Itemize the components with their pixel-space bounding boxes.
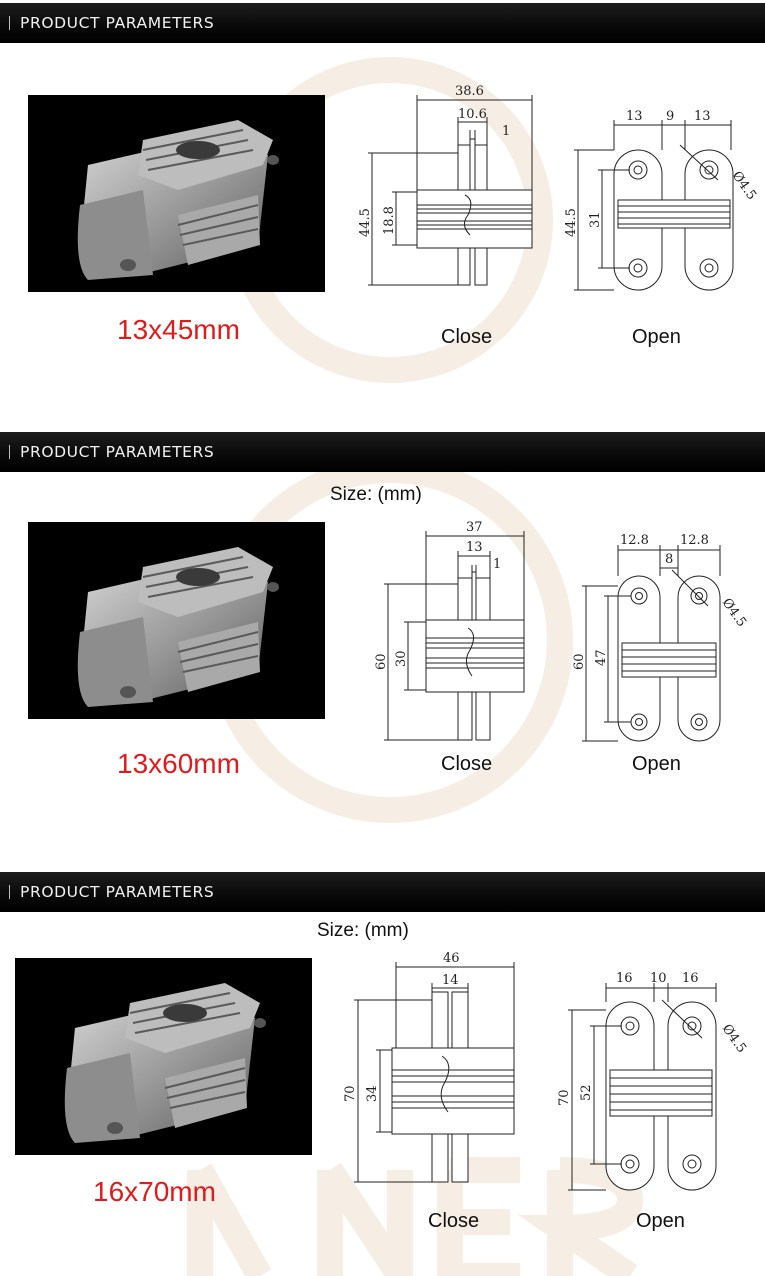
hinge-image xyxy=(77,547,279,707)
open-drawing: 12.8 8 12.8 60 47 Ø4.5 xyxy=(570,530,760,750)
size-label: 13x60mm xyxy=(117,748,240,779)
hinge-photo xyxy=(28,522,325,719)
hinge-photo xyxy=(15,958,312,1155)
section-header-title: PRODUCT PARAMETERS xyxy=(20,443,215,461)
dim-width: 46 xyxy=(443,951,460,966)
section-13x60: PRODUCT PARAMETERS Size: (mm) 13x60mm xyxy=(0,430,765,870)
dim-hole: Ø4.5 xyxy=(719,596,749,630)
dim-inner: 14 xyxy=(442,973,459,988)
section-header: PRODUCT PARAMETERS xyxy=(0,872,765,912)
hinge-image xyxy=(64,983,266,1143)
section-13x45: PRODUCT PARAMETERS 13x45mm xyxy=(0,0,765,430)
dim-height: 60 xyxy=(572,653,587,670)
open-label: Open xyxy=(632,326,681,348)
header-tick xyxy=(9,16,10,30)
size-label: 16x70mm xyxy=(93,1176,216,1207)
dim-plate: 30 xyxy=(394,650,409,667)
dim-inner: 47 xyxy=(594,649,609,666)
section-header-title: PRODUCT PARAMETERS xyxy=(20,14,215,32)
close-drawing: 37 13 1 60 30 xyxy=(360,510,540,745)
size-label: 13x45mm xyxy=(117,314,240,345)
dim-right: 12.8 xyxy=(680,533,709,548)
header-tick xyxy=(9,445,10,459)
dim-height: 44.5 xyxy=(564,208,579,237)
dim-inner: 10.6 xyxy=(458,107,487,122)
dim-mid: 8 xyxy=(665,552,673,567)
dim-width: 37 xyxy=(466,520,483,535)
dim-height: 70 xyxy=(343,1085,358,1102)
dim-left: 12.8 xyxy=(620,533,649,548)
dim-hole: Ø4.5 xyxy=(719,1022,749,1056)
dim-height: 60 xyxy=(374,653,389,670)
hinge-photo xyxy=(28,95,325,292)
section-header: PRODUCT PARAMETERS xyxy=(0,432,765,472)
dim-right: 16 xyxy=(682,971,699,986)
dim-mid: 10 xyxy=(650,971,667,986)
dim-height: 70 xyxy=(557,1089,572,1106)
hinge-image xyxy=(77,120,279,280)
close-drawing: 46 14 70 34 xyxy=(330,950,550,1190)
section-header: PRODUCT PARAMETERS xyxy=(0,3,765,43)
open-label: Open xyxy=(636,1210,685,1232)
dim-gap: 1 xyxy=(493,557,501,572)
dim-left: 13 xyxy=(626,109,643,124)
dim-inner: 31 xyxy=(588,211,603,228)
dim-gap: 1 xyxy=(502,124,510,139)
close-drawing: 38.6 10.6 1 44.5 18.8 xyxy=(350,75,540,300)
unit-label: Size: (mm) xyxy=(330,484,422,505)
dim-mid: 9 xyxy=(666,109,674,124)
dim-plate: 18.8 xyxy=(382,206,397,235)
open-label: Open xyxy=(632,753,681,775)
dim-right: 13 xyxy=(694,109,711,124)
open-drawing: 13 9 13 44.5 31 Ø4.5 xyxy=(560,100,760,300)
header-tick xyxy=(9,885,10,899)
dim-inner: 13 xyxy=(466,540,483,555)
close-label: Close xyxy=(441,326,493,348)
open-drawing: 16 10 16 70 52 Ø4.5 xyxy=(550,966,760,1196)
dim-width: 38.6 xyxy=(455,84,484,99)
dim-height: 44.5 xyxy=(358,208,373,237)
dim-plate: 34 xyxy=(365,1085,380,1102)
unit-label: Size: (mm) xyxy=(317,920,409,941)
section-16x70: PRODUCT PARAMETERS Size: (mm) 16x70mm xyxy=(0,870,765,1276)
section-header-title: PRODUCT PARAMETERS xyxy=(20,883,215,901)
close-label: Close xyxy=(441,753,493,775)
dim-left: 16 xyxy=(616,971,633,986)
close-label: Close xyxy=(428,1210,480,1232)
dim-inner: 52 xyxy=(579,1084,594,1101)
